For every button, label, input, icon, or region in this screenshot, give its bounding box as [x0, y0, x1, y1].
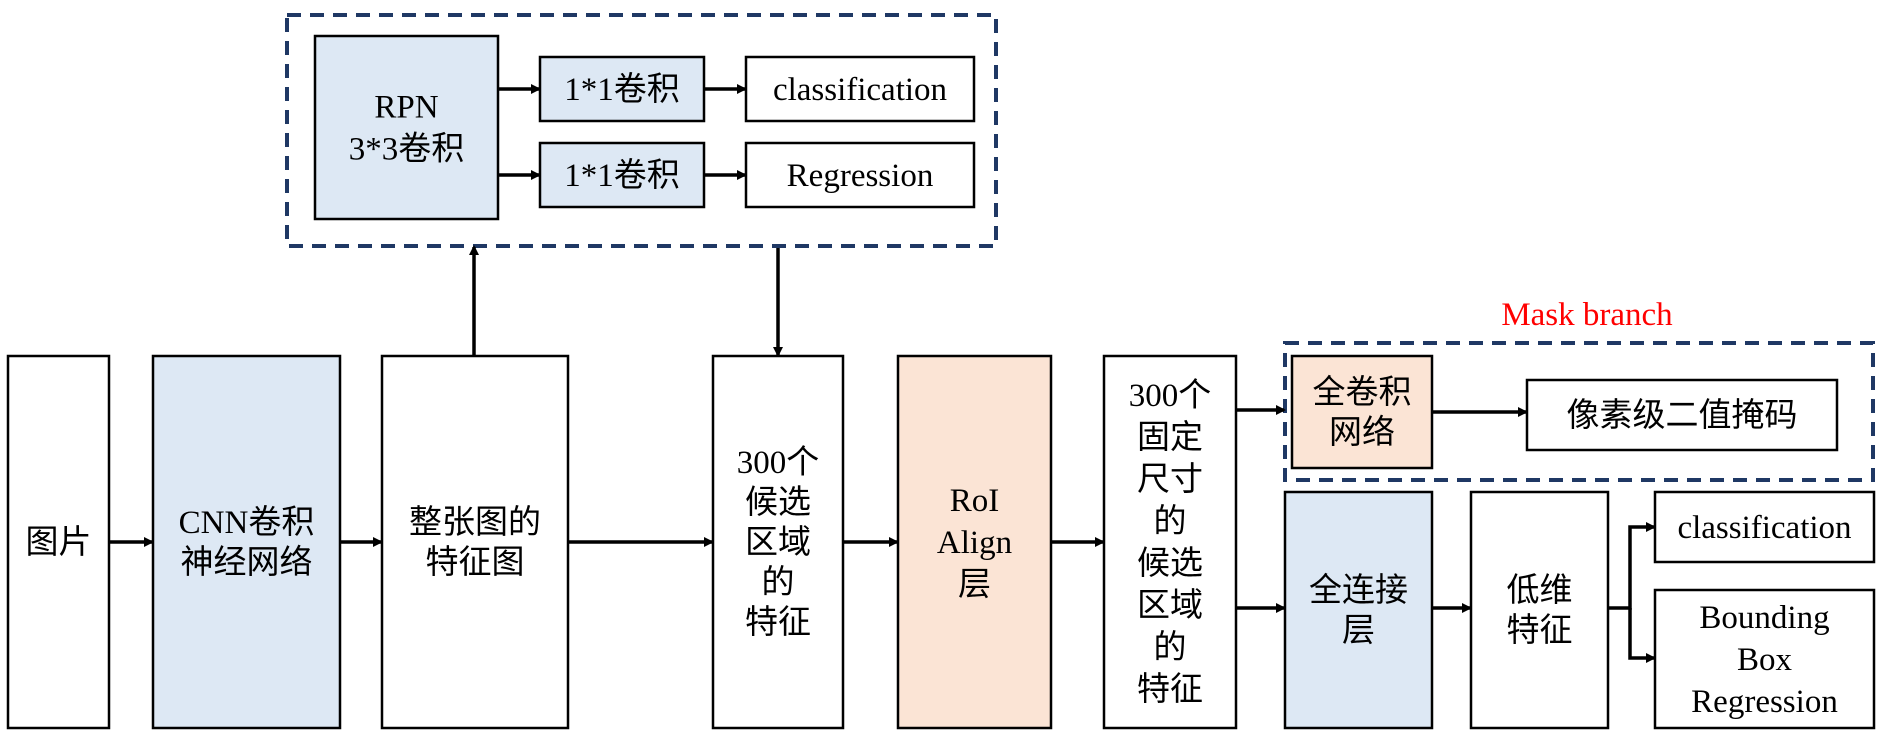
nodes: 图片CNN卷积神经网络整张图的特征图RPN3*3卷积1*1卷积1*1卷积clas…	[6, 34, 1876, 730]
node-rpn-cls: classification	[744, 55, 976, 123]
node-label-out-bbox-2: Regression	[1691, 684, 1838, 720]
node-label-proposals-2: 区域	[745, 524, 811, 561]
node-box-rpn-cls	[744, 55, 976, 123]
node-label-fcn-1: 网络	[1329, 414, 1395, 451]
node-box-mask	[1525, 378, 1839, 452]
node-label-fixed-feat-5: 区域	[1137, 587, 1203, 624]
node-label-cnn-1: 神经网络	[181, 544, 313, 581]
node-label-fixed-feat-6: 的	[1154, 629, 1187, 666]
node-label-rpn-1: 3*3卷积	[349, 131, 465, 168]
node-label-proposals-4: 特征	[745, 604, 811, 641]
node-label-fcn-0: 全卷积	[1313, 374, 1412, 411]
node-label-cnn-0: CNN卷积	[179, 504, 315, 541]
node-box-rpn-reg	[744, 141, 976, 209]
node-label-lowdim-1: 特征	[1507, 612, 1573, 649]
node-box-feature-map	[380, 354, 570, 730]
node-label-feature-map-0: 整张图的	[409, 504, 541, 541]
node-box-out-cls	[1653, 490, 1876, 564]
node-label-out-cls-0: classification	[1677, 510, 1851, 546]
node-label-fixed-feat-2: 尺寸	[1137, 461, 1203, 498]
node-label-roi-align-2: 层	[958, 567, 991, 603]
node-label-out-bbox-1: Box	[1737, 642, 1793, 678]
node-label-rpn-cls-0: classification	[773, 72, 947, 108]
node-box-lowdim	[1469, 490, 1610, 730]
node-label-image-0: 图片	[26, 524, 92, 561]
node-label-roi-align-0: RoI	[950, 483, 1000, 519]
node-rpn-reg: Regression	[744, 141, 976, 209]
node-rpn: RPN 3*3卷积	[313, 34, 500, 221]
node-out-cls: classification	[1653, 490, 1876, 564]
arrow-lowdim-to-bbox	[1628, 608, 1656, 663]
node-label-rpn-reg-0: Regression	[787, 158, 934, 194]
node-label-mask-0: 像素级二值掩码	[1567, 397, 1798, 434]
mask-branch-label: Mask branch	[1501, 297, 1673, 333]
node-label-proposals-0: 300个	[737, 445, 820, 481]
connectors	[109, 84, 1656, 663]
node-box-conv-cls	[538, 55, 706, 123]
node-conv-cls: 1*1卷积	[538, 55, 706, 123]
node-roi-align: RoI Align 层	[896, 354, 1053, 730]
node-box-fc	[1283, 490, 1434, 730]
node-box-roi-align	[896, 354, 1053, 730]
node-label-proposals-3: 的	[762, 564, 795, 601]
node-box-proposals	[711, 354, 845, 730]
node-label-lowdim-0: 低维	[1507, 572, 1573, 609]
node-label-fixed-feat-1: 固定	[1137, 419, 1203, 456]
arrow-lowdim-to-cls	[1608, 522, 1656, 610]
node-label-fixed-feat-4: 候选	[1137, 546, 1203, 582]
node-label-rpn-0: RPN	[374, 90, 438, 126]
rpn-group-border	[285, 13, 998, 248]
node-label-fixed-feat-0: 300个	[1129, 378, 1212, 414]
node-box-cnn	[151, 354, 342, 730]
node-label-fc-0: 全连接	[1309, 572, 1408, 609]
node-box-fixed-feat	[1102, 354, 1238, 730]
node-label-feature-map-1: 特征图	[426, 544, 525, 581]
node-label-proposals-1: 候选	[745, 485, 811, 521]
node-label-conv-reg-0: 1*1卷积	[564, 157, 680, 194]
node-label-fc-1: 层	[1342, 613, 1375, 649]
node-label-roi-align-1: Align	[937, 525, 1012, 561]
node-box-out-bbox	[1653, 588, 1876, 730]
node-label-fixed-feat-7: 特征	[1137, 671, 1203, 708]
node-label-conv-cls-0: 1*1卷积	[564, 71, 680, 108]
node-mask: 像素级二值掩码	[1525, 378, 1839, 452]
node-conv-reg: 1*1卷积	[538, 141, 706, 209]
node-box-conv-reg	[538, 141, 706, 209]
node-label-fixed-feat-3: 的	[1154, 503, 1187, 540]
node-label-out-bbox-0: Bounding	[1699, 600, 1829, 636]
node-box-rpn	[313, 34, 500, 221]
node-box-image	[6, 354, 111, 730]
node-box-fcn	[1290, 354, 1434, 470]
node-image: 图片	[6, 354, 111, 730]
